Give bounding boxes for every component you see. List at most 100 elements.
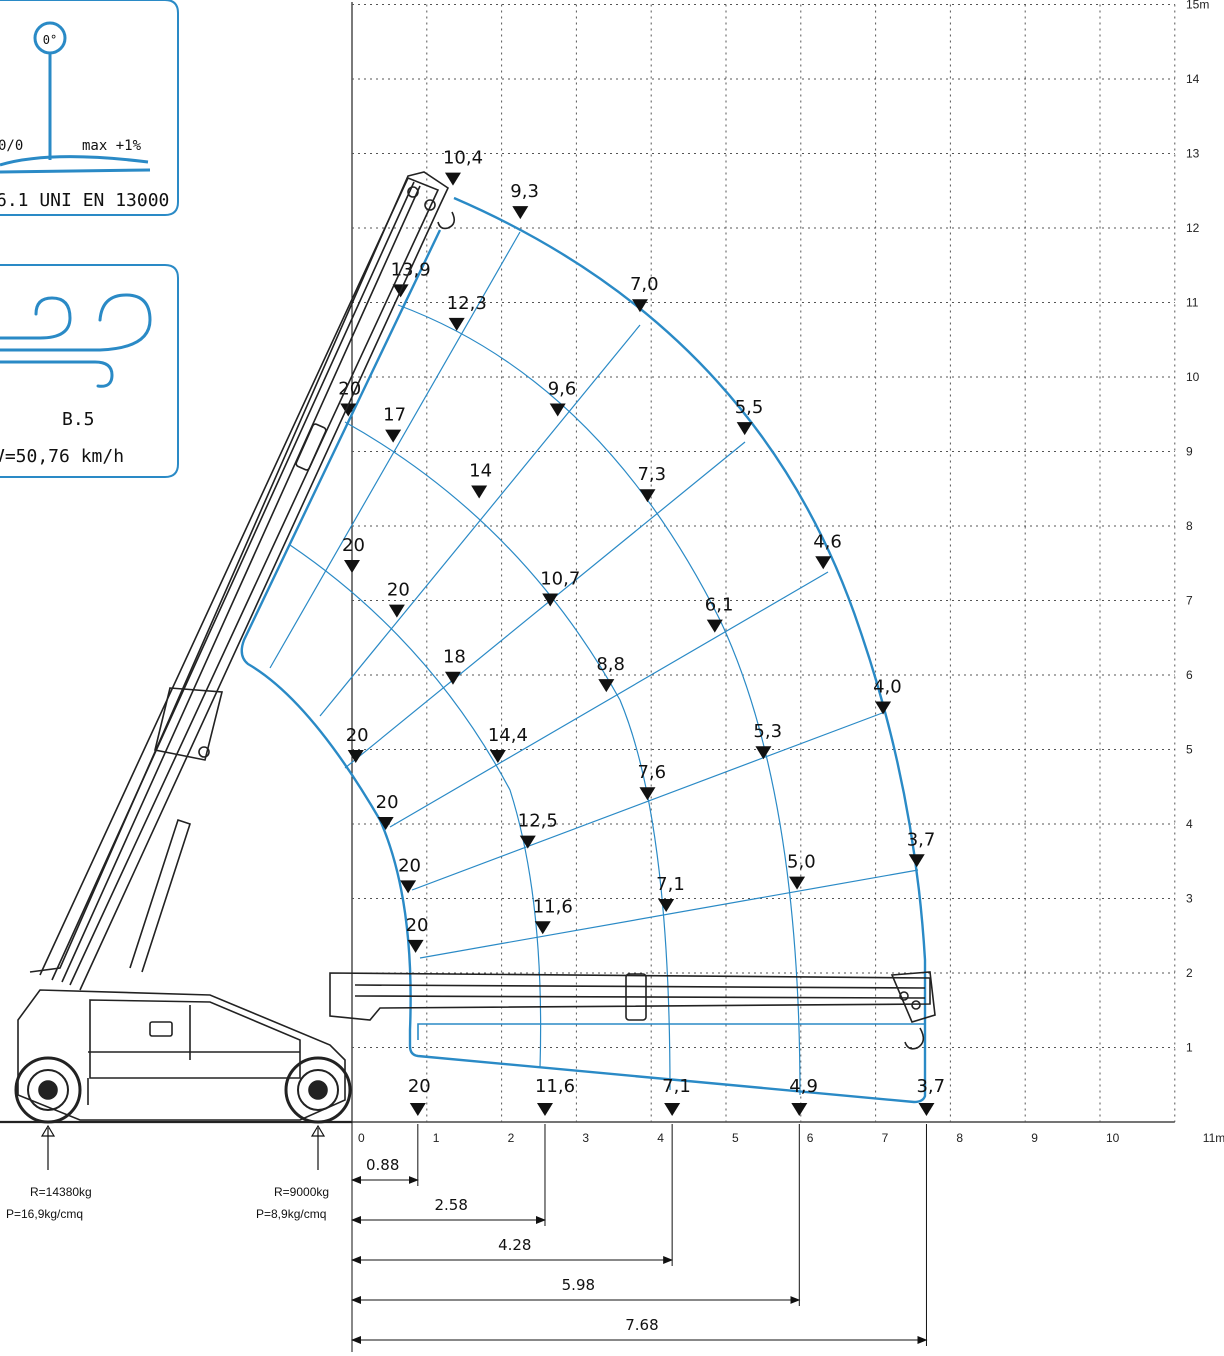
x-tick-label: 5 [732,1131,739,1145]
level-plumb-icon [0,21,151,174]
capacity-marker [340,403,357,417]
capacity-label: 9,3 [510,181,539,202]
capacity-label: 10,4 [443,148,483,169]
mast-outer [39,176,440,986]
x-tick-label: 4 [657,1131,664,1145]
reaction-arrows [40,1124,326,1170]
capacity-marker [639,787,656,801]
capacity-label: 7,1 [656,874,685,895]
x-tick-label: 1 [433,1131,440,1145]
capacity-label: 5,0 [787,852,816,873]
y-tick-label: 4 [1186,817,1193,831]
boom-tip-block [890,971,936,1023]
x-tick-label: 0 [358,1131,365,1145]
capacity-marker [347,749,364,763]
capacity-marker [407,939,424,953]
capacity-marker [400,880,417,894]
x-tick-label: 7 [882,1131,889,1145]
lift-cylinder [129,818,192,973]
capacity-label: 12,3 [447,293,487,314]
capacity-label: 5,3 [753,721,782,742]
x-tick-label: 2 [508,1131,515,1145]
load-envelope [240,196,927,1104]
y-tick-label: 11 [1186,296,1199,310]
rear-reaction-p: P=8,9kg/cmq [256,1207,326,1221]
boom-hook [904,1027,925,1050]
capacity-label: 14,4 [488,725,528,746]
capacity-label: 20 [398,855,421,876]
arc-3 [289,544,542,1069]
capacity-label: 3,7 [907,829,936,850]
capacity-marker [448,317,465,331]
capacity-label: 4,9 [789,1076,818,1097]
y-tick-label: 10 [1186,370,1200,384]
mast-collar [295,423,327,471]
capacity-label: 4,0 [873,677,902,698]
capacity-label: 3,7 [916,1076,945,1097]
crane-machine [0,171,936,1124]
mast-head-bracket [154,687,224,761]
capacity-marker [512,206,529,220]
dim-label: 5.98 [562,1276,595,1294]
inclination-left-tolerance: 0/0 [0,138,23,154]
x-tick-label: 8 [956,1131,963,1145]
capacity-marker [875,701,892,715]
radial-1 [269,231,521,669]
wind-speed: V=50,76 km/h [0,446,124,467]
capacity-marker [519,835,536,849]
rear-wheel [284,1056,352,1124]
capacity-label: 20 [376,792,399,813]
radial-6 [419,869,919,959]
rear-reaction-r: R=9000kg [274,1185,329,1199]
capacity-marker [536,1103,553,1116]
wind-card: B.5 V=50,76 km/h [0,264,179,478]
capacity-label: 20 [387,580,410,601]
inclination-angle: 0° [43,33,57,47]
capacity-label: 17 [383,405,406,426]
y-tick-label: 8 [1186,519,1193,533]
capacity-label: 9,6 [548,379,577,400]
capacity-marker [388,604,405,618]
capacity-label: 4,6 [813,531,842,552]
capacity-label: 12,5 [518,811,558,832]
boom-clamp [625,973,647,1021]
dim-label: 0.88 [366,1156,399,1174]
capacity-marker [377,817,394,830]
capacity-marker [815,556,832,570]
dim-label: 4.28 [498,1236,531,1254]
x-tick-label: 10 [1106,1131,1120,1145]
mast-inner [61,185,421,983]
capacity-marker [789,876,806,890]
capacity-marker [444,172,461,186]
chassis-body [17,989,346,1121]
y-tick-label: 2 [1186,966,1193,980]
mast-hook [437,211,456,230]
capacity-marker [631,299,648,313]
radial-4 [389,571,829,828]
capacity-label: 8,8 [596,654,625,675]
wind-beaufort: B.5 [62,409,95,430]
arc-2 [344,421,671,1091]
capacity-label: 14 [469,460,492,481]
front-wheel [14,1056,82,1124]
x-tick-label: 6 [807,1131,814,1145]
capacity-label: 11,6 [535,1076,575,1097]
capacity-marker [344,559,360,573]
capacity-marker [598,679,615,693]
capacity-marker [791,1103,808,1116]
cab-window [149,1021,173,1037]
capacity-marker [918,1103,935,1116]
outreach-dimensions: 0.882.584.285.987.68 [351,1122,928,1352]
capacity-label: 7,6 [637,762,666,783]
inclination-standard: 6.1 UNI EN 13000 [0,190,169,211]
y-tick-label: 1 [1186,1041,1193,1055]
capacity-marker [755,746,772,760]
front-reaction-p: P=16,9kg/cmq [6,1207,83,1221]
y-tick-label: 6 [1186,668,1193,682]
capacity-marker [489,749,506,763]
capacity-label: 7,3 [637,464,666,485]
x-tick-label: 9 [1031,1131,1038,1145]
x-tick-label: 11m [1203,1131,1224,1145]
capacity-label: 11,6 [533,896,573,917]
